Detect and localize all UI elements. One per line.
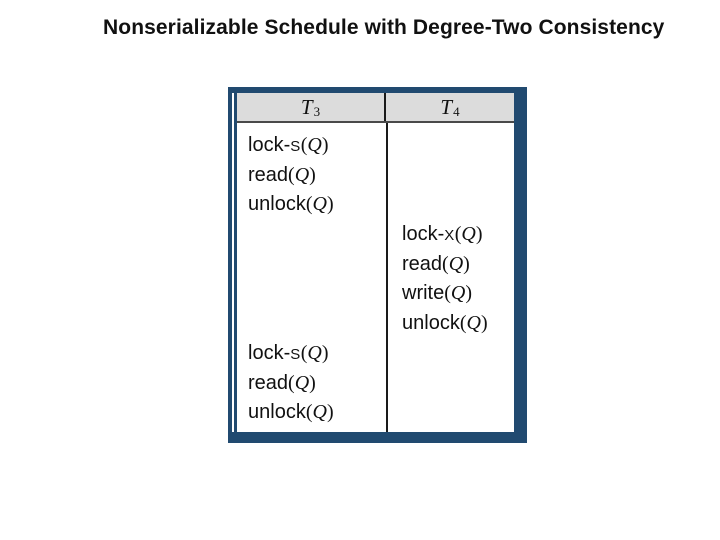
t3-cell: unlock(Q) [237, 190, 388, 220]
schedule-row: write(Q) [237, 279, 514, 309]
operation-text: unlock(Q) [402, 312, 488, 335]
schedule-row: read(Q) [237, 369, 514, 399]
schedule-row: lock-X(Q) [237, 220, 514, 250]
column-divider [386, 123, 388, 432]
operation-text: lock-S(Q) [248, 134, 329, 156]
t4-cell [388, 398, 514, 428]
t3-header-label: T [300, 94, 313, 119]
t3-cell: lock-S(Q) [237, 339, 388, 369]
t3-cell: read(Q) [237, 369, 388, 399]
table-body: lock-S(Q) read(Q) unlock(Q) lock-X(Q) read(Q… [237, 123, 514, 432]
t3-cell: unlock(Q) [237, 398, 388, 428]
t4-cell [388, 131, 514, 161]
schedule-row: lock-S(Q) [237, 131, 514, 161]
schedule-row: lock-S(Q) [237, 339, 514, 369]
schedule-row: unlock(Q) [237, 190, 514, 220]
schedule-row: read(Q) [237, 250, 514, 280]
t4-cell [388, 339, 514, 369]
operation-text: lock-X(Q) [402, 223, 483, 246]
t4-cell: lock-X(Q) [388, 220, 514, 250]
t3-header-subscript: 3 [313, 104, 321, 119]
operation-text: write(Q) [402, 282, 473, 305]
t3-cell [237, 279, 388, 309]
t3-cell: lock-S(Q) [237, 131, 388, 161]
t3-cell [237, 309, 388, 339]
slide-title: Nonserializable Schedule with Degree-Two… [103, 16, 665, 39]
t4-cell [388, 190, 514, 220]
t4-cell: unlock(Q) [388, 309, 514, 339]
operation-text: unlock(Q) [248, 401, 334, 424]
operation-text: lock-S(Q) [248, 341, 329, 364]
t3-cell [237, 220, 388, 250]
t3-cell [237, 250, 388, 280]
t4-cell: read(Q) [388, 250, 514, 280]
t4-header-label: T [440, 94, 453, 119]
schedule-row: unlock(Q) [237, 398, 514, 428]
t3-cell: read(Q) [237, 161, 388, 191]
t4-cell [388, 369, 514, 399]
t4-header-subscript: 4 [453, 104, 460, 119]
operation-text: unlock(Q) [248, 193, 334, 216]
schedule-row: unlock(Q) [237, 309, 514, 339]
operation-text: read(Q) [248, 163, 316, 186]
operation-text: read(Q) [402, 252, 470, 275]
t4-cell [388, 161, 514, 191]
schedule-row: read(Q) [237, 161, 514, 191]
operation-text: read(Q) [248, 371, 316, 394]
t4-cell: write(Q) [388, 279, 514, 309]
